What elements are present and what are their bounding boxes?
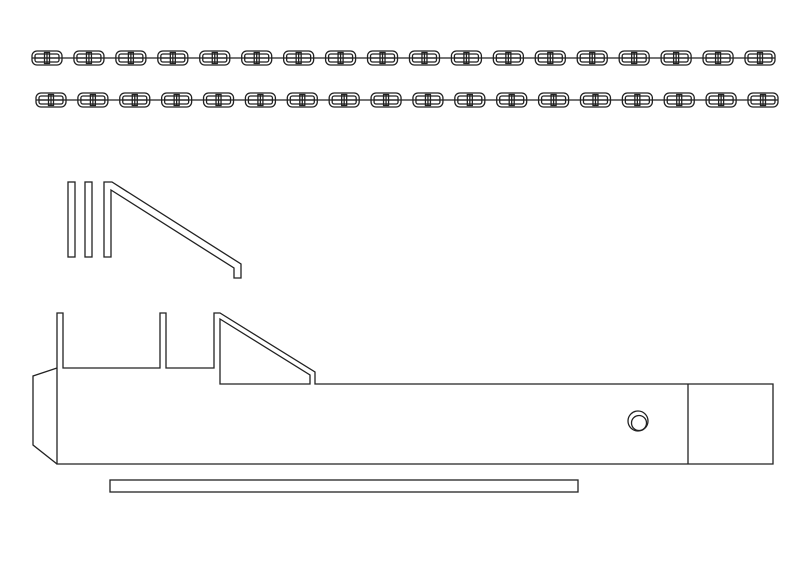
chain-link [744,50,776,66]
chain-link [660,50,692,66]
link-outer [660,50,692,66]
link-outer [408,50,441,66]
chain-link [534,50,566,66]
strip-bar-1 [67,181,76,258]
chain-lower [35,92,779,108]
chain-link [705,92,737,108]
chain-link [73,50,105,66]
link-outer [370,92,402,108]
link-outer [324,50,357,66]
link-outer [73,50,105,66]
chain-link [199,50,231,66]
link-outer [702,50,734,66]
chain-link [119,92,151,108]
chain-link [492,50,525,66]
link-outer [454,92,486,108]
link-outer [31,50,63,66]
link-outer [160,92,193,108]
chain-link [160,92,193,108]
chain-link [324,50,357,66]
link-outer [747,92,779,108]
chain-upper [31,50,776,66]
chain-link [366,50,399,66]
chain-link [621,92,654,108]
link-outer [744,50,776,66]
link-outer [366,50,399,66]
loose-parts [67,181,242,279]
chains [31,50,779,108]
chain-link [282,50,315,66]
link-outer [705,92,737,108]
link-outer [618,50,650,66]
angled-hook-piece [103,181,242,279]
link-outer [576,50,608,66]
chain-link [747,92,779,108]
link-outer [286,92,318,108]
link-outer [115,50,147,66]
link-outer [579,92,612,108]
chain-link [77,92,109,108]
chain-link [537,92,570,108]
chain-link [370,92,402,108]
link-outer [496,92,528,108]
chain-link [663,92,695,108]
link-outer [202,92,235,108]
chain-link [496,92,528,108]
link-outer [157,50,189,66]
link-outer [119,92,151,108]
chain-link [576,50,608,66]
chain-link [35,92,67,108]
base-strip [109,479,579,493]
chain-link [702,50,734,66]
chain-link [412,92,444,108]
chain-link [202,92,235,108]
link-outer [492,50,525,66]
link-outer [663,92,695,108]
link-outer [328,92,360,108]
chain-link [157,50,189,66]
link-outer [450,50,483,66]
link-outer [35,92,67,108]
chain-link [241,50,273,66]
chain-link [244,92,277,108]
strip-bar-2 [84,181,93,258]
link-outer [282,50,315,66]
link-outer [537,92,570,108]
chain-link [579,92,612,108]
chain-link [450,50,483,66]
triangle-cutout [219,317,311,385]
link-outer [241,50,273,66]
chain-link [31,50,63,66]
body-outline [56,312,774,465]
main-body [32,312,774,465]
chain-link [328,92,360,108]
pivot-hole-inner [630,414,648,432]
link-outer [77,92,109,108]
link-outer [534,50,566,66]
chain-link [115,50,147,66]
chain-link [286,92,318,108]
link-outer [199,50,231,66]
chain-link [454,92,486,108]
left-bevel-end [32,367,58,465]
link-outer [244,92,277,108]
link-outer [412,92,444,108]
link-outer [621,92,654,108]
chain-link [618,50,650,66]
chain-link [408,50,441,66]
